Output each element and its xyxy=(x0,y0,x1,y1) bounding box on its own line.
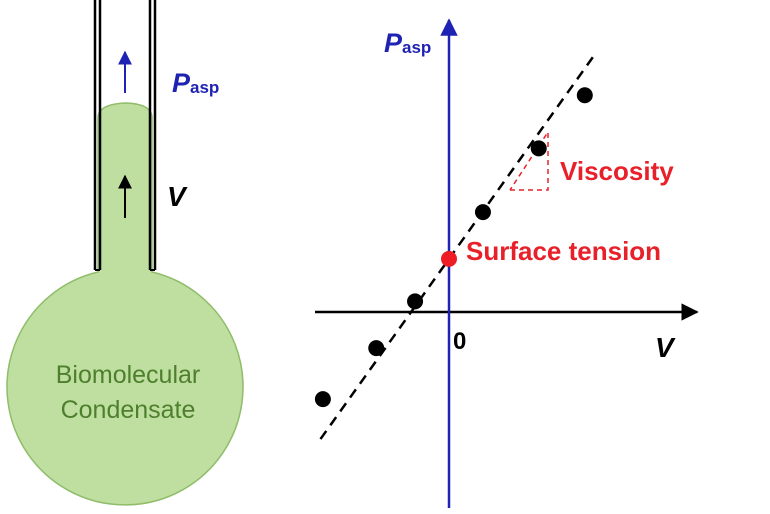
data-point xyxy=(530,140,547,157)
condensate-label-line2: Condensate xyxy=(61,396,196,424)
data-point xyxy=(368,340,385,357)
velocity-label: V xyxy=(167,181,188,212)
condensate-label-line1: Biomolecular xyxy=(56,361,201,389)
x-axis-label: V xyxy=(655,332,676,363)
pipette xyxy=(93,0,157,271)
slope-label: Viscosity xyxy=(560,156,674,186)
fit-line xyxy=(319,54,596,440)
intercept-label: Surface tension xyxy=(466,236,661,266)
slope-triangle xyxy=(509,129,549,191)
data-point xyxy=(576,87,593,104)
pressure-velocity-plot: Pasp V 0 Viscosity Surface tension xyxy=(314,18,699,508)
data-point xyxy=(314,391,331,408)
condensate-body xyxy=(6,102,244,506)
condensate-and-pipette: Pasp V Biomolecular Condensate xyxy=(6,0,244,506)
data-point xyxy=(474,204,491,221)
data-point xyxy=(407,293,424,310)
origin-label: 0 xyxy=(453,328,466,355)
intercept-point xyxy=(441,250,457,267)
pressure-label: Pasp xyxy=(172,68,219,98)
plot-marks xyxy=(314,54,596,440)
y-axis-label: Pasp xyxy=(384,28,431,58)
